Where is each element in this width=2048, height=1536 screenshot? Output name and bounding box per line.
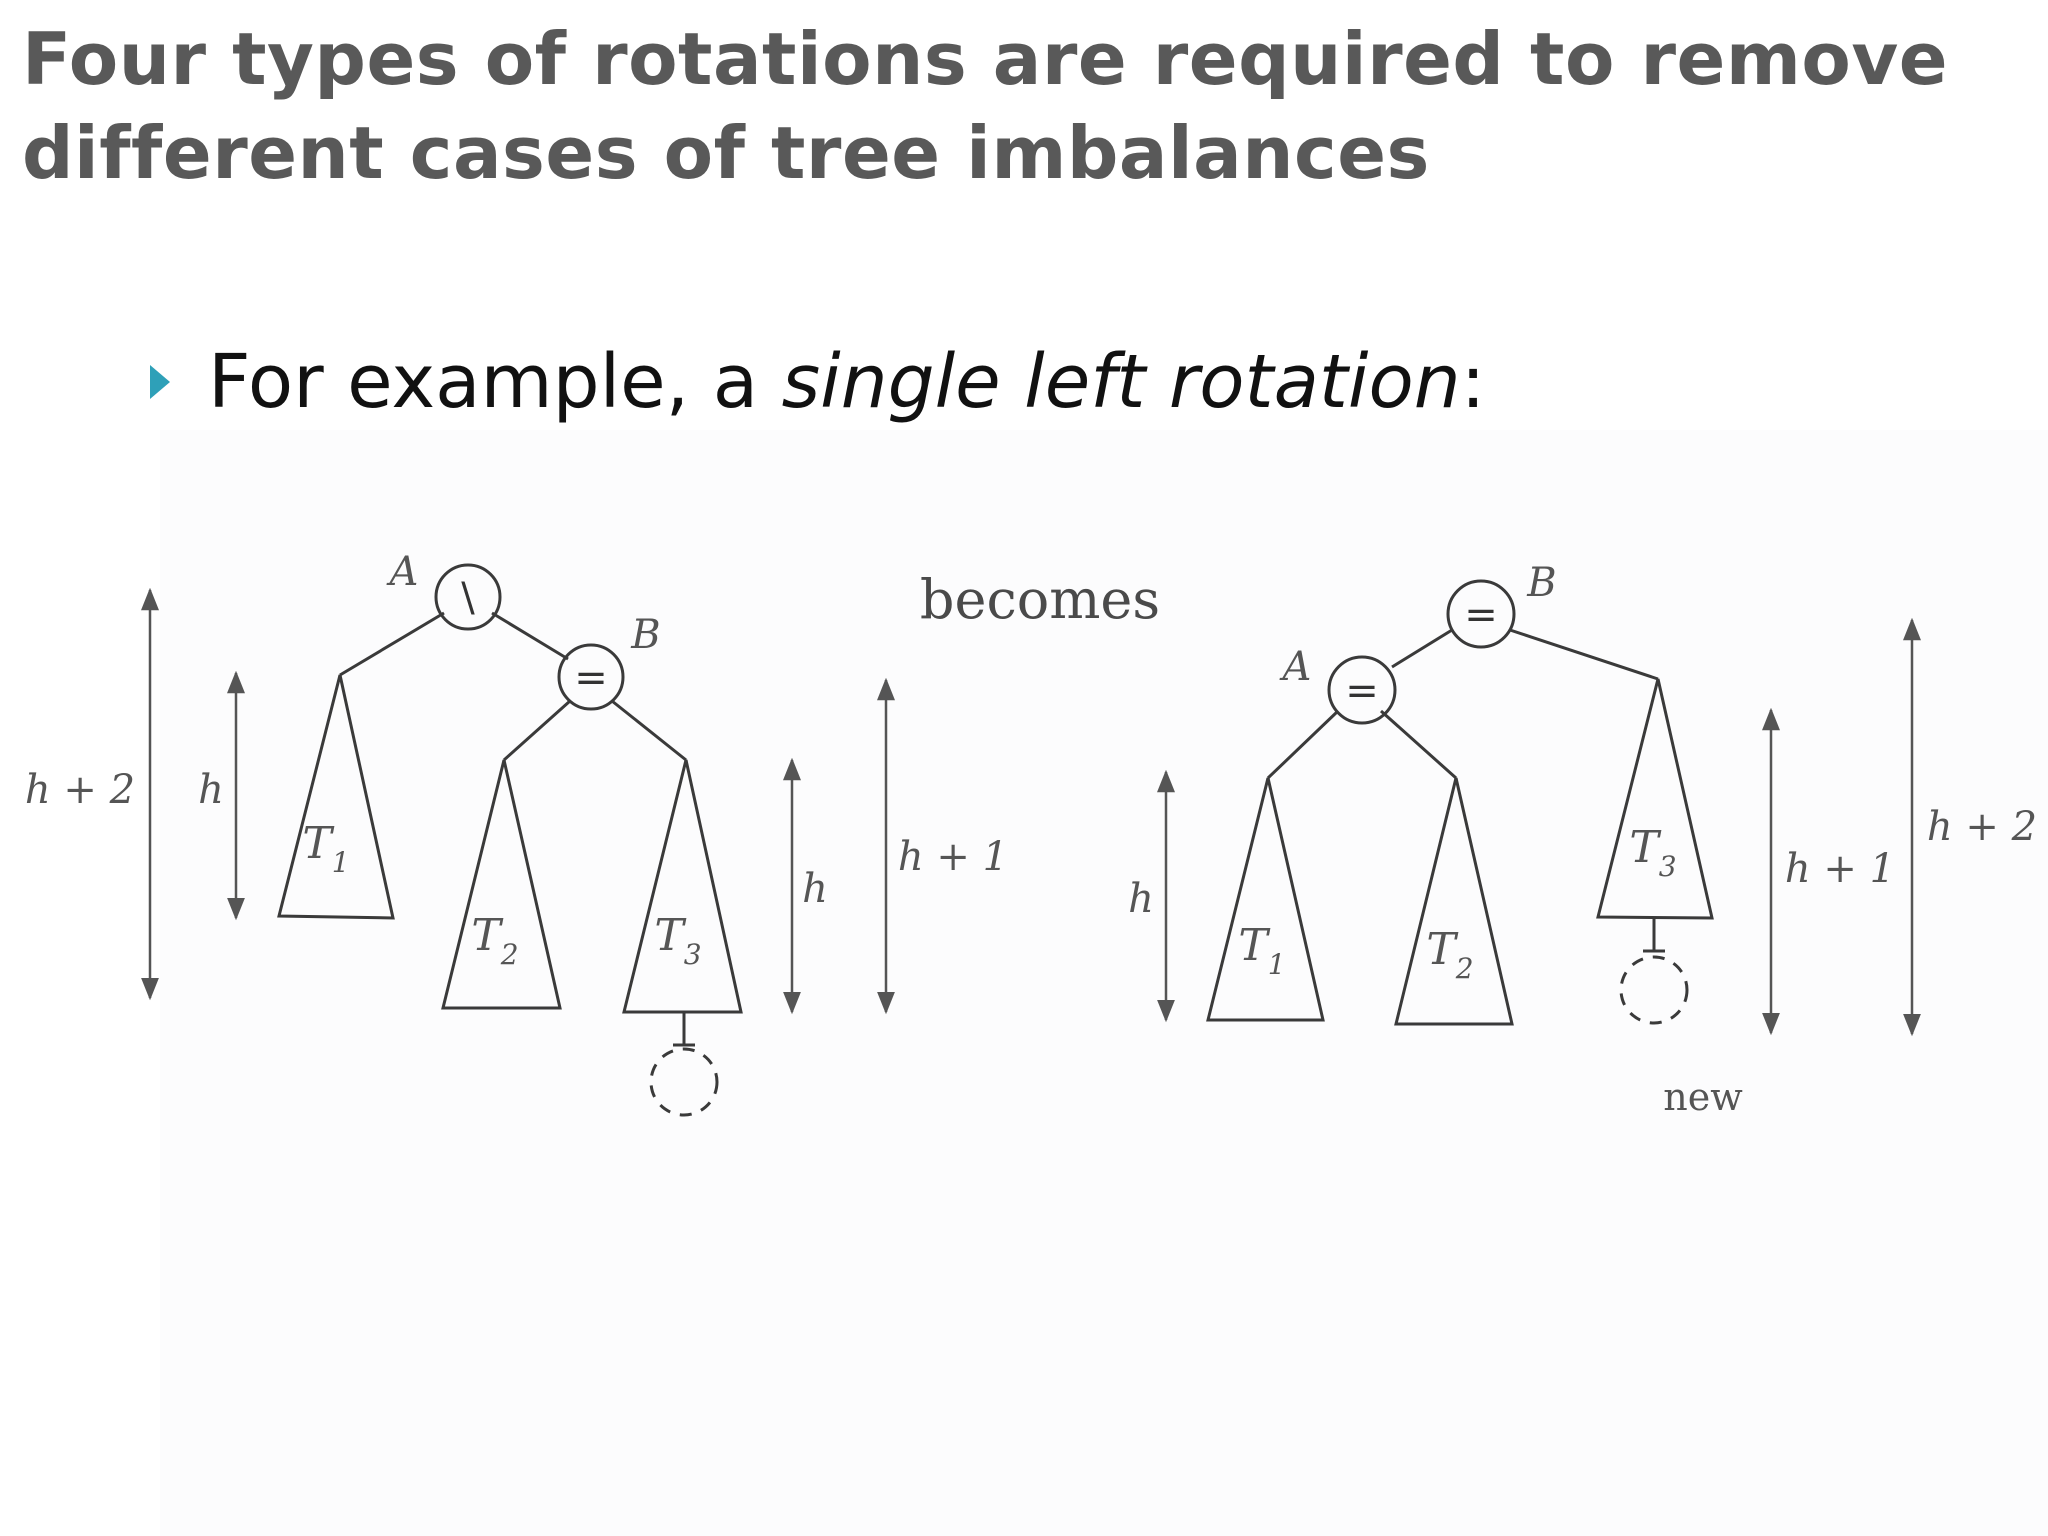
- edge-A-T2: [1380, 709, 1457, 780]
- subtree-T1-label: T1: [1238, 920, 1285, 981]
- edge-A-T1: [1266, 709, 1340, 780]
- subtree-T3-base: T: [1629, 822, 1662, 873]
- node-B-balance: =: [1464, 592, 1498, 638]
- node-A-circle: [1327, 655, 1397, 725]
- subtree-T3-shape: [622, 759, 743, 1014]
- subtree-T1-sub: 1: [1268, 948, 1286, 981]
- edge-A-B: [491, 611, 569, 661]
- height-label-T3: h + 1: [1785, 846, 1895, 892]
- bullet-item: For example, a single left rotation:: [150, 332, 1486, 432]
- new-node-dashed-circle: [649, 1047, 719, 1117]
- slide-title: Four types of rotations are required to …: [22, 17, 1949, 195]
- node-B-after: = B: [1446, 560, 1557, 649]
- node-A-balance: =: [1345, 668, 1379, 714]
- node-A-label: A: [1279, 644, 1312, 690]
- subtree-T1-base: T: [1238, 920, 1271, 971]
- node-B-before: = B: [557, 612, 661, 711]
- subtree-T2-after: T2: [1394, 777, 1514, 1026]
- subtree-T3-sub: 3: [1659, 850, 1677, 883]
- subtree-T3-shape: [1596, 678, 1714, 920]
- node-A-label: A: [386, 549, 419, 595]
- new-node-before: [649, 1012, 719, 1117]
- subtree-T1-shape: [277, 674, 395, 920]
- node-A-before: \ A: [386, 549, 502, 631]
- subtree-T2-sub: 2: [500, 938, 519, 971]
- subtree-T1-after: T1: [1206, 777, 1325, 1022]
- subtree-T3-base: T: [654, 910, 687, 961]
- height-label-T1: h: [198, 767, 224, 813]
- subtree-T2-base: T: [471, 910, 504, 961]
- height-label-total: h + 2: [25, 767, 135, 813]
- node-A-circle: [434, 563, 502, 631]
- subtree-T2-shape: [441, 759, 562, 1010]
- tree-before: \ A = B T1 T2 T3: [25, 549, 1008, 1117]
- subtree-T3-before: T3: [622, 759, 743, 1014]
- bullet-text: For example, a single left rotation:: [208, 339, 1486, 425]
- node-A-balance: \: [461, 575, 475, 621]
- node-B-balance: =: [574, 655, 608, 701]
- edge-B-T3: [611, 699, 687, 762]
- node-A-after: = A: [1279, 644, 1397, 725]
- node-B-label: B: [630, 612, 660, 658]
- bullet-suffix: :: [1460, 339, 1486, 425]
- subtree-T2-label: T2: [471, 910, 518, 971]
- node-B-label: B: [1526, 560, 1556, 606]
- height-label-left: h: [1128, 876, 1154, 922]
- height-label-total: h + 2: [1927, 804, 2037, 850]
- bullet-arrow-icon: [150, 365, 170, 399]
- bullet-prefix: For example, a: [208, 339, 782, 425]
- subtree-T1-base: T: [302, 818, 335, 869]
- subtree-T1-before: T1: [277, 674, 395, 920]
- subtree-T3-label: T3: [1629, 822, 1676, 883]
- subtree-T3-sub: 3: [684, 938, 702, 971]
- height-label-T3: h: [802, 866, 828, 912]
- subtree-T2-sub: 2: [1455, 952, 1474, 985]
- subtree-T1-label: T1: [302, 818, 349, 879]
- becomes-label: becomes: [920, 568, 1160, 631]
- tree-after: = B = A T1 T2 T3: [1128, 560, 2037, 1119]
- subtree-T1-shape: [1206, 777, 1325, 1022]
- subtree-T3-label: T3: [654, 910, 701, 971]
- subtree-T2-base: T: [1426, 924, 1459, 975]
- new-node-dashed-circle: [1619, 955, 1689, 1025]
- bullet-emphasis: single left rotation: [781, 339, 1461, 425]
- subtree-T2-shape: [1394, 777, 1514, 1026]
- edge-B-T2: [503, 699, 571, 762]
- subtree-T1-sub: 1: [332, 846, 350, 879]
- subtree-T2-before: T2: [441, 759, 562, 1010]
- subtree-T2-label: T2: [1426, 924, 1473, 985]
- node-B-circle: [1446, 579, 1516, 649]
- figure-background: [160, 430, 2048, 1536]
- edge-B-A: [1391, 628, 1453, 669]
- edge-B-T3: [1509, 628, 1659, 681]
- edge-A-T1: [339, 611, 445, 677]
- new-node-after: new: [1619, 918, 1743, 1119]
- node-B-circle: [557, 643, 625, 711]
- height-label-B: h + 1: [898, 834, 1008, 880]
- new-node-label: new: [1663, 1075, 1743, 1119]
- subtree-T3-after: T3: [1596, 678, 1714, 920]
